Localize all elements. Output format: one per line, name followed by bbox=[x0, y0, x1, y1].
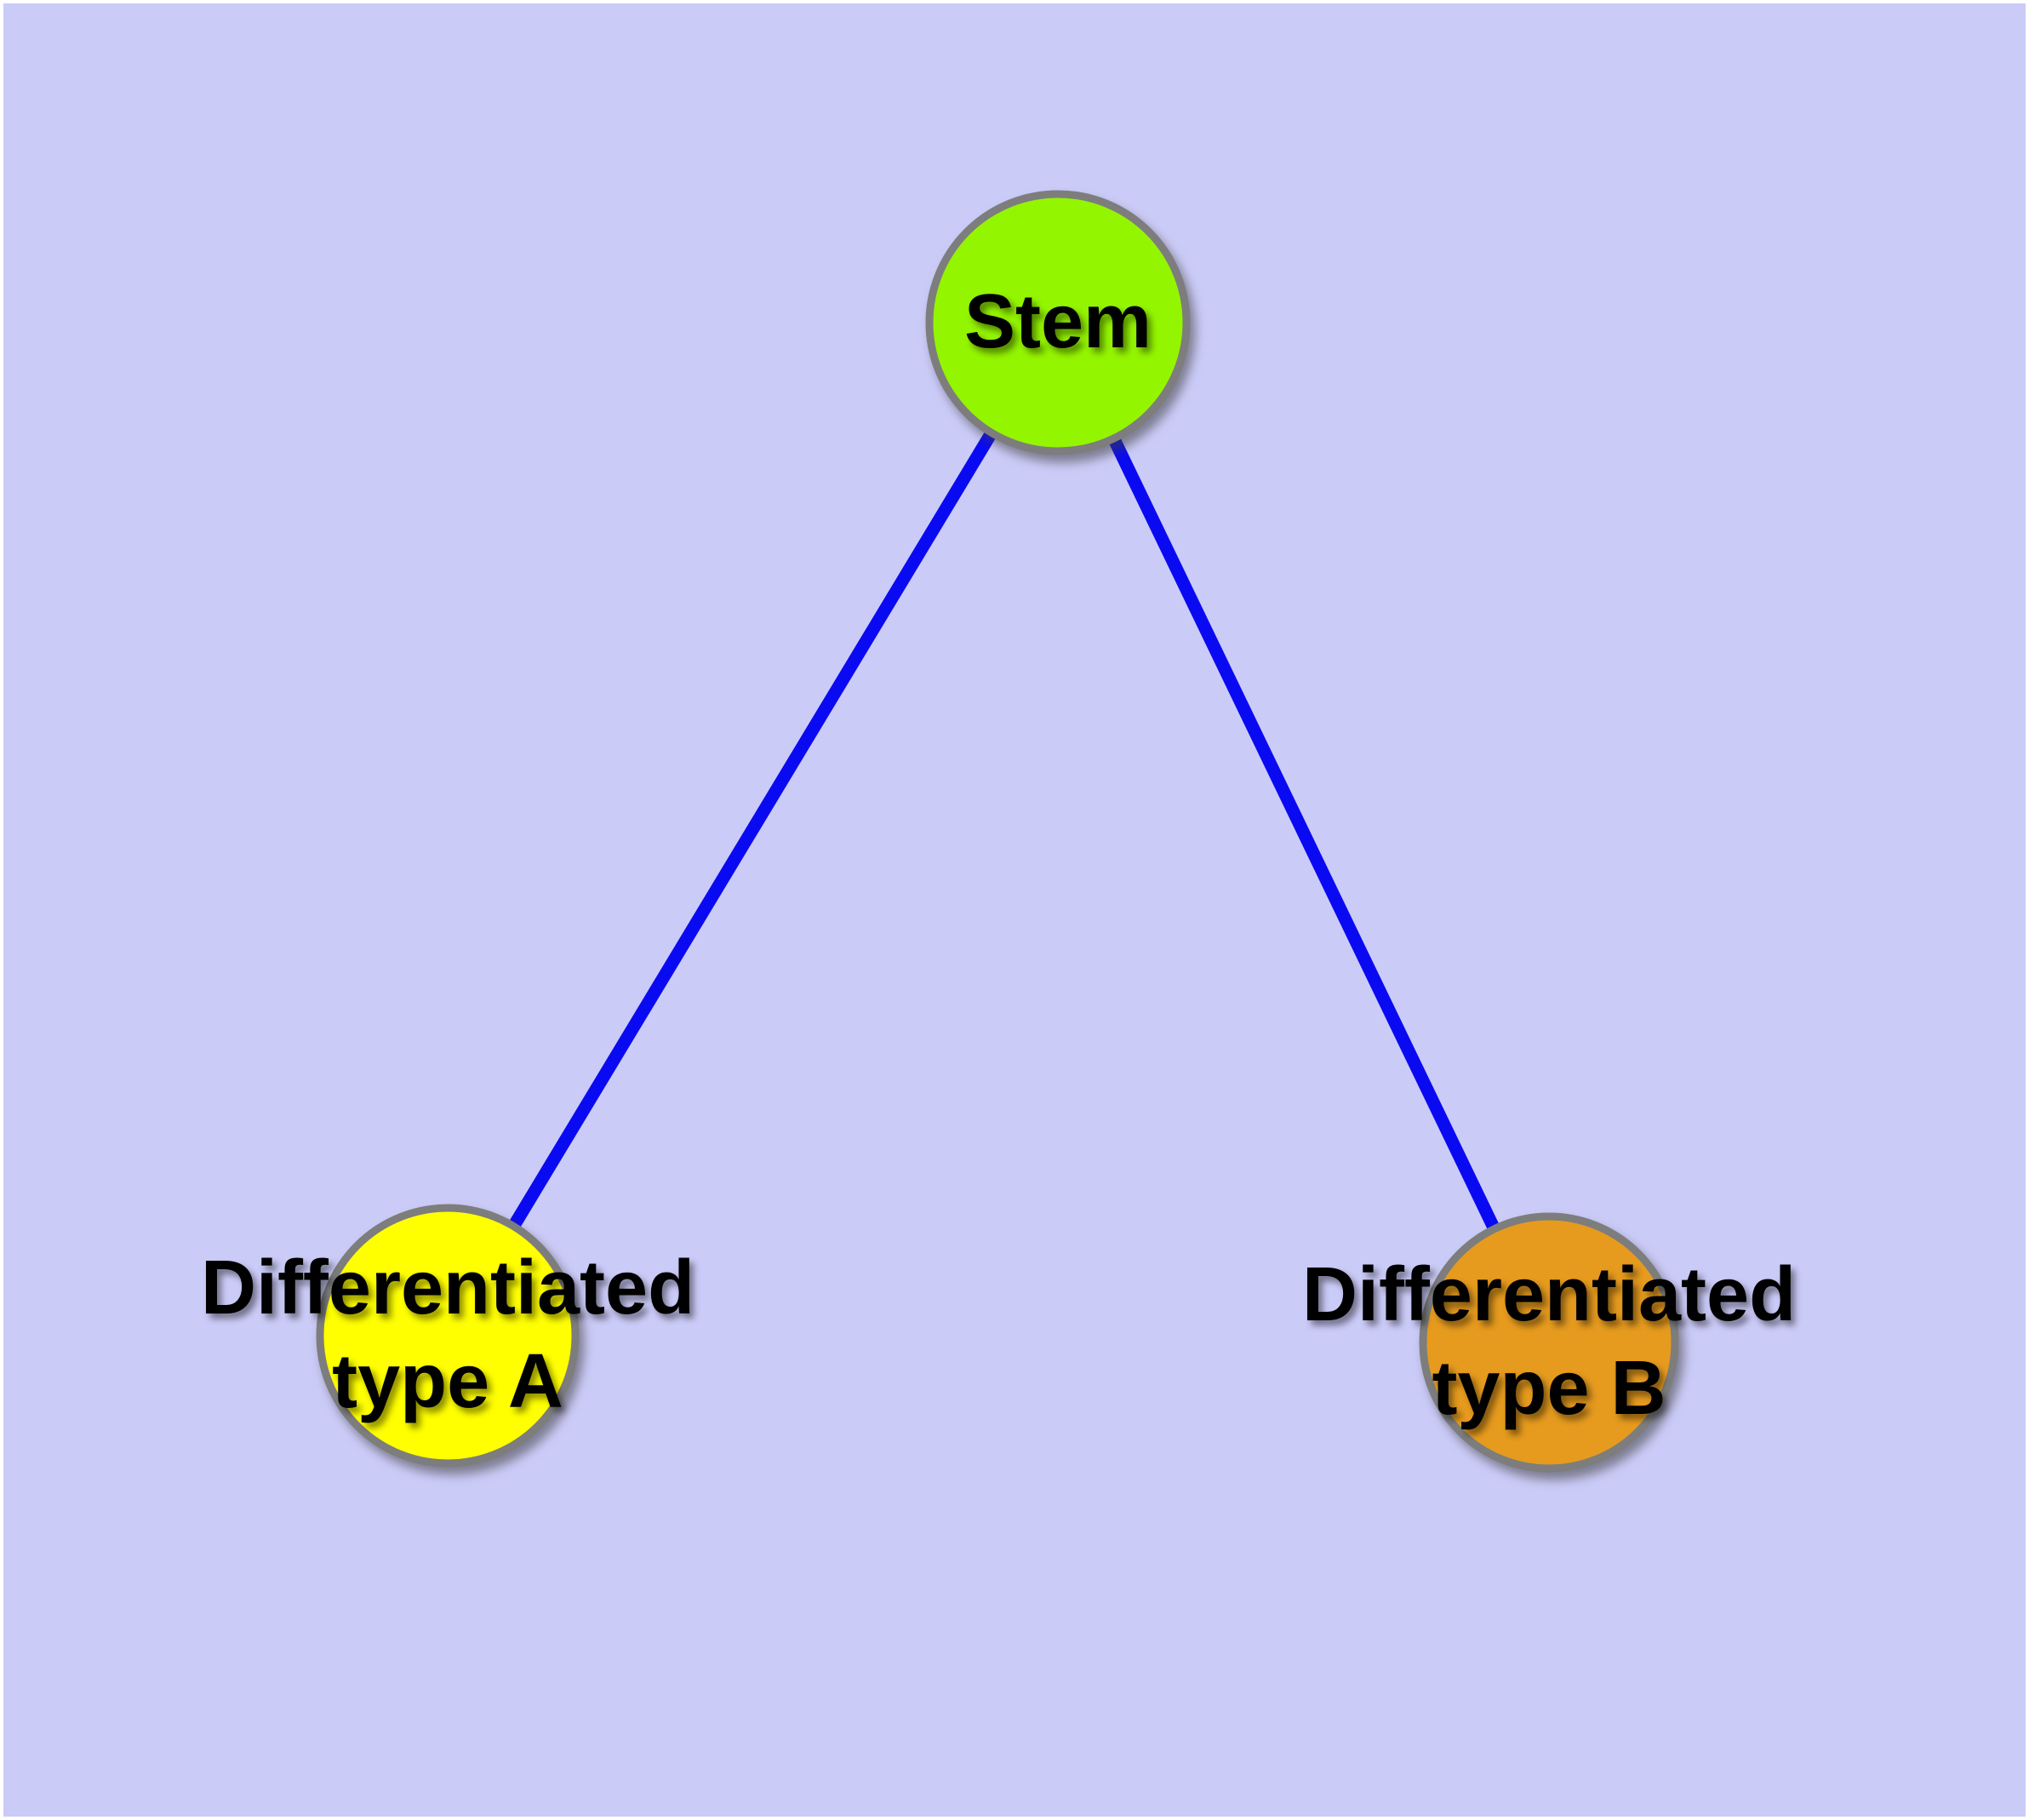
node-diff-a[interactable] bbox=[316, 1204, 580, 1468]
edge-stem-to-diff-a bbox=[442, 319, 1064, 1339]
nodes-layer bbox=[316, 190, 1679, 1473]
edge-stem-to-diff-b bbox=[1052, 319, 1555, 1346]
graph-svg bbox=[316, 190, 1679, 1473]
node-diff-b[interactable] bbox=[1419, 1212, 1679, 1473]
edges-layer bbox=[442, 319, 1555, 1346]
node-stem[interactable] bbox=[925, 190, 1191, 455]
